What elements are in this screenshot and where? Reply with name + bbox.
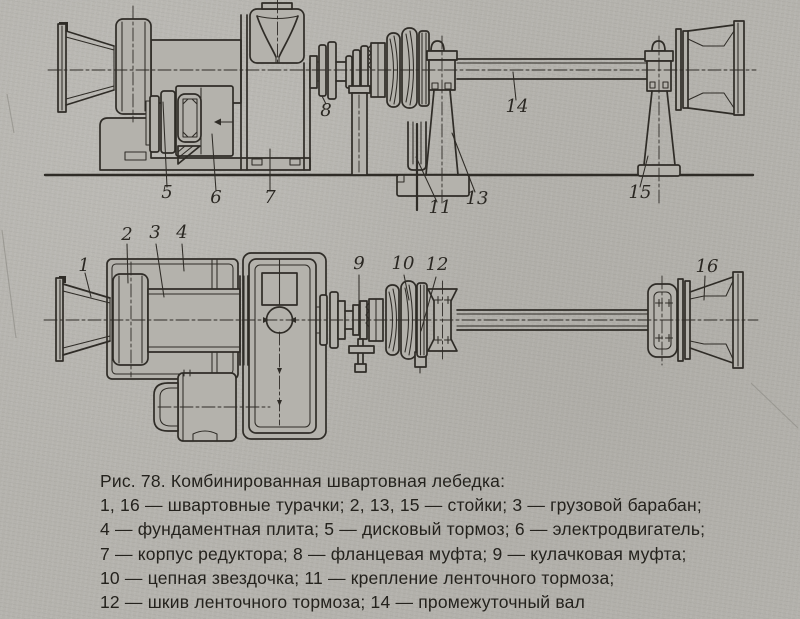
band-brake-attachment: [407, 121, 427, 212]
stand-13-base-bracket: [396, 174, 470, 197]
part-label-1: 1: [78, 255, 89, 276]
part-label-3: 3: [149, 222, 160, 243]
gearbox-plan: [248, 258, 317, 434]
caption-line: 4 — фундаментная плита; 5 — дисковый тор…: [100, 519, 706, 540]
paper-scratches: [1, 93, 799, 429]
part-label-9: 9: [353, 253, 364, 274]
caption-line: 12 — шкив ленточного тормоза; 14 — проме…: [100, 592, 585, 613]
stand-15-plan: [647, 283, 678, 358]
warping-head-left-side: [57, 22, 115, 113]
warping-head-left-plan: [55, 276, 111, 362]
part-label-7: 7: [264, 187, 276, 208]
brake-pulley-side: [418, 30, 430, 107]
part-label-4: 4: [175, 222, 187, 243]
side-view-leaders: [162, 71, 649, 203]
part-label-8: 8: [320, 100, 331, 121]
figure-caption: Рис. 78. Комбинированная швартовная лебе…: [100, 469, 740, 614]
part-label-10: 10: [392, 253, 415, 274]
part-label-16: 16: [696, 256, 719, 277]
gearbox-housing: [240, 2, 318, 171]
part-label-14: 14: [506, 96, 529, 117]
plan-view-leaders: [84, 243, 706, 332]
part-label-12: 12: [426, 254, 449, 275]
side-view-drawing: 5 6 7 8 11 13 14 15: [43, 0, 757, 218]
part-label-15: 15: [629, 182, 652, 203]
caption-title: Рис. 78. Комбинированная швартовная лебе…: [100, 471, 506, 491]
foundation-plate-side: [99, 117, 311, 171]
side-view-labels: 5 6 7 8 11 13 14 15: [161, 96, 651, 218]
disc-brake: [145, 90, 176, 154]
plan-view-drawing: 1 2 3 4 9 10 12 16: [43, 222, 759, 442]
part-label-5: 5: [161, 182, 172, 203]
caption-line: 1, 16 — швартовные турачки; 2, 13, 15 — …: [100, 495, 702, 516]
caption-line: 10 — цепная звездочка; 11 — крепление ле…: [100, 567, 615, 588]
plan-view-labels: 1 2 3 4 9 10 12 16: [78, 222, 718, 277]
caption-line: 7 — корпус редуктора; 8 — фланцевая муфт…: [100, 543, 687, 564]
part-label-6: 6: [210, 187, 221, 208]
plan-view-centerlines: [43, 261, 759, 426]
part-label-13: 13: [466, 188, 489, 209]
drum-flange-side: [115, 18, 152, 115]
warping-head-right-side: [675, 20, 745, 116]
chain-sprocket-side: [386, 27, 418, 109]
side-view-centerlines: [47, 0, 757, 206]
part-label-2: 2: [120, 224, 132, 245]
brake-pulley-plan: [414, 282, 428, 374]
stand-2-plan: [112, 273, 149, 366]
electric-motor: [175, 85, 234, 165]
intermediate-shaft: [456, 58, 648, 80]
part-label-11: 11: [429, 197, 452, 218]
intermediate-shaft-plan: [456, 309, 652, 331]
cargo-drum-plan: [147, 275, 249, 366]
bearing-pedestal-side: [348, 85, 371, 176]
